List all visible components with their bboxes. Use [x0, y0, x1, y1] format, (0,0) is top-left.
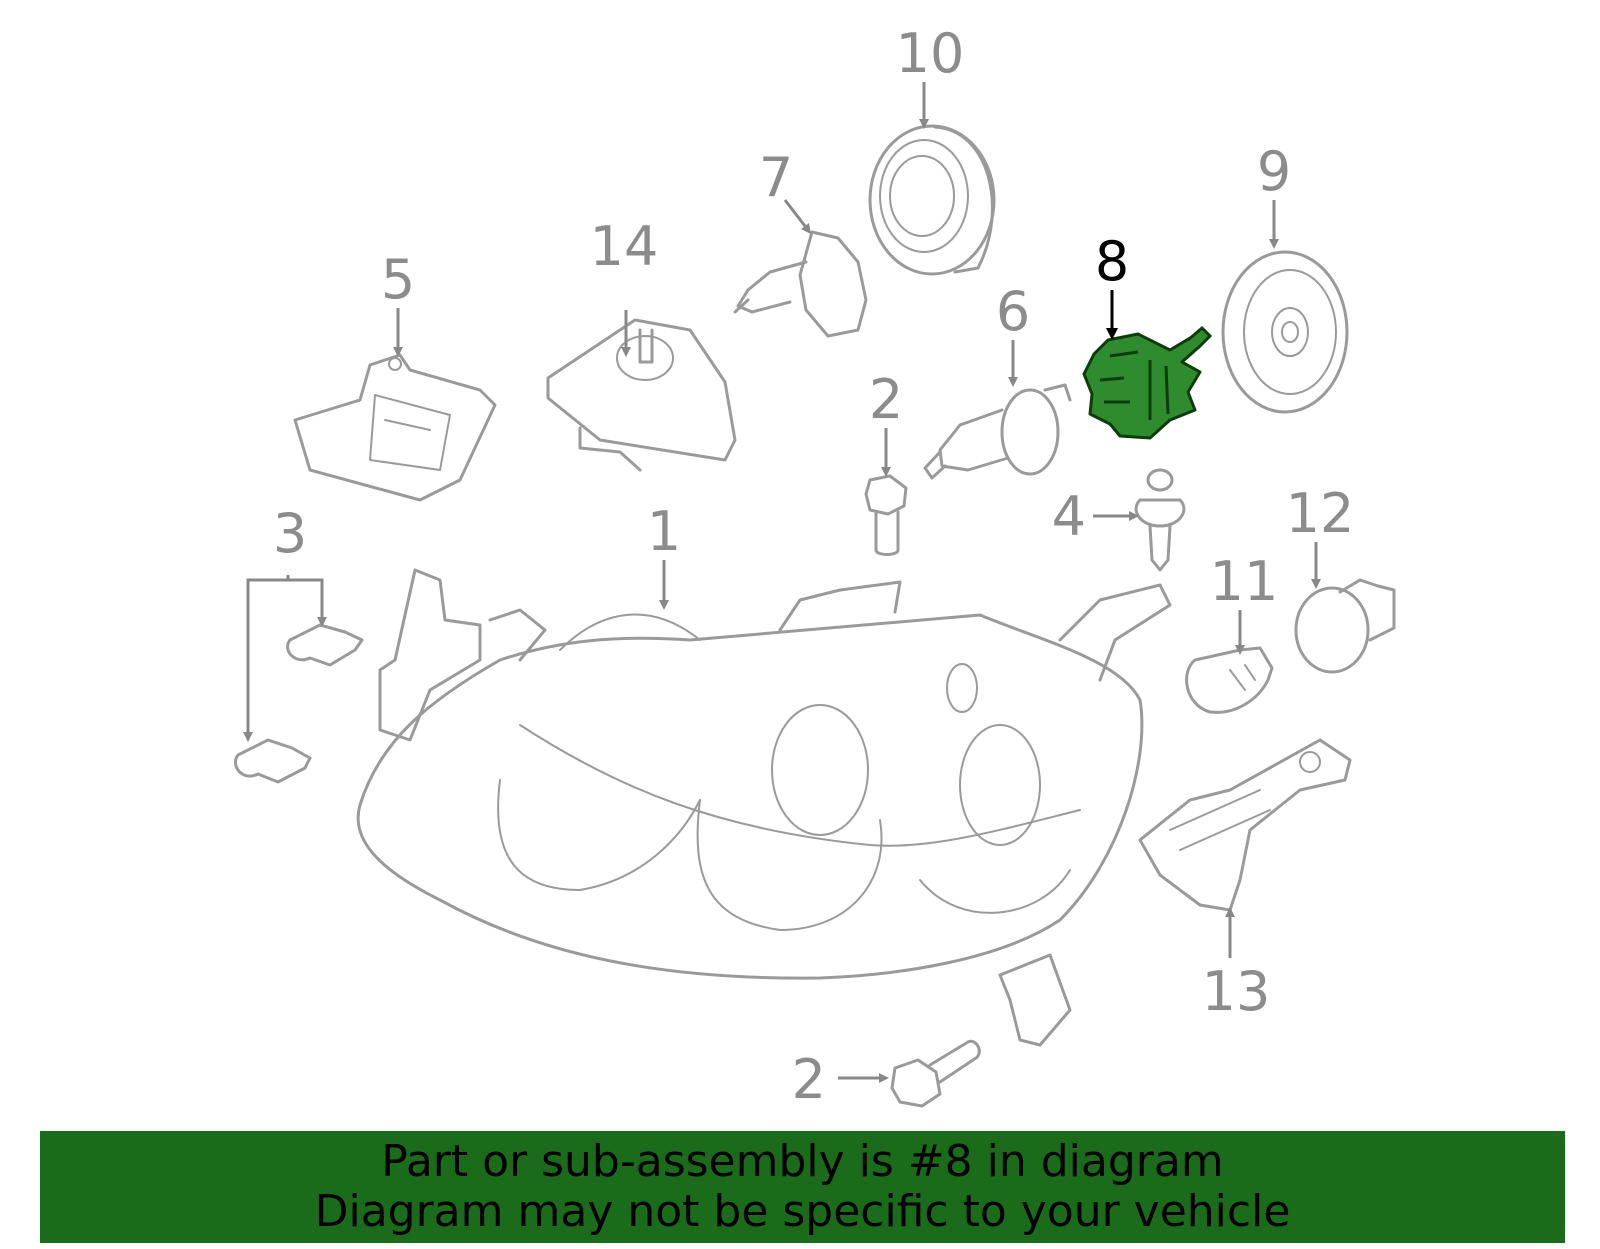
callout-5: 5: [381, 248, 415, 311]
part-4-push-fastener[interactable]: [1134, 468, 1186, 572]
callout-6: 6: [996, 280, 1030, 343]
callout-10: 10: [896, 22, 965, 85]
part-8-bulb-socket[interactable]: [1082, 325, 1213, 440]
callout-2-upper: 2: [869, 368, 903, 431]
callout-14: 14: [590, 215, 659, 278]
callout-1: 1: [647, 500, 681, 563]
callout-3: 3: [273, 502, 307, 565]
part-7-bulb[interactable]: [733, 230, 868, 338]
info-banner: Part or sub-assembly is #8 in diagram Di…: [40, 1131, 1565, 1243]
callout-12: 12: [1286, 482, 1355, 545]
callout-7: 7: [759, 146, 793, 209]
callout-9: 9: [1257, 140, 1291, 203]
part-11-bulb[interactable]: [1185, 646, 1274, 714]
part-2-bolt-upper[interactable]: [864, 474, 908, 556]
part-1-headlamp-assembly[interactable]: [356, 568, 1172, 1047]
part-13-bracket[interactable]: [1138, 738, 1352, 912]
part-12-socket[interactable]: [1294, 578, 1396, 674]
banner-line-1: Part or sub-assembly is #8 in diagram: [381, 1136, 1224, 1187]
callout-13: 13: [1202, 960, 1271, 1023]
part-10-seal-ring[interactable]: [868, 124, 996, 276]
part-9-cap[interactable]: [1221, 250, 1349, 414]
callout-8-highlighted: 8: [1095, 230, 1129, 293]
part-2-bolt-lower[interactable]: [890, 1039, 981, 1108]
callout-4: 4: [1052, 485, 1086, 548]
part-14-shield[interactable]: [546, 318, 737, 472]
leader-lines: [243, 82, 1321, 1083]
banner-line-2: Diagram may not be specific to your vehi…: [314, 1186, 1291, 1237]
callout-2-lower: 2: [792, 1048, 826, 1111]
part-5-bracket[interactable]: [293, 353, 497, 502]
callouts: 1 2 2 3 4 5 6 7 8 9 10 11 12 13 14: [273, 22, 1355, 1111]
part-3-clips[interactable]: [234, 623, 364, 784]
part-6-bulb[interactable]: [923, 383, 1072, 480]
callout-11: 11: [1210, 550, 1279, 613]
